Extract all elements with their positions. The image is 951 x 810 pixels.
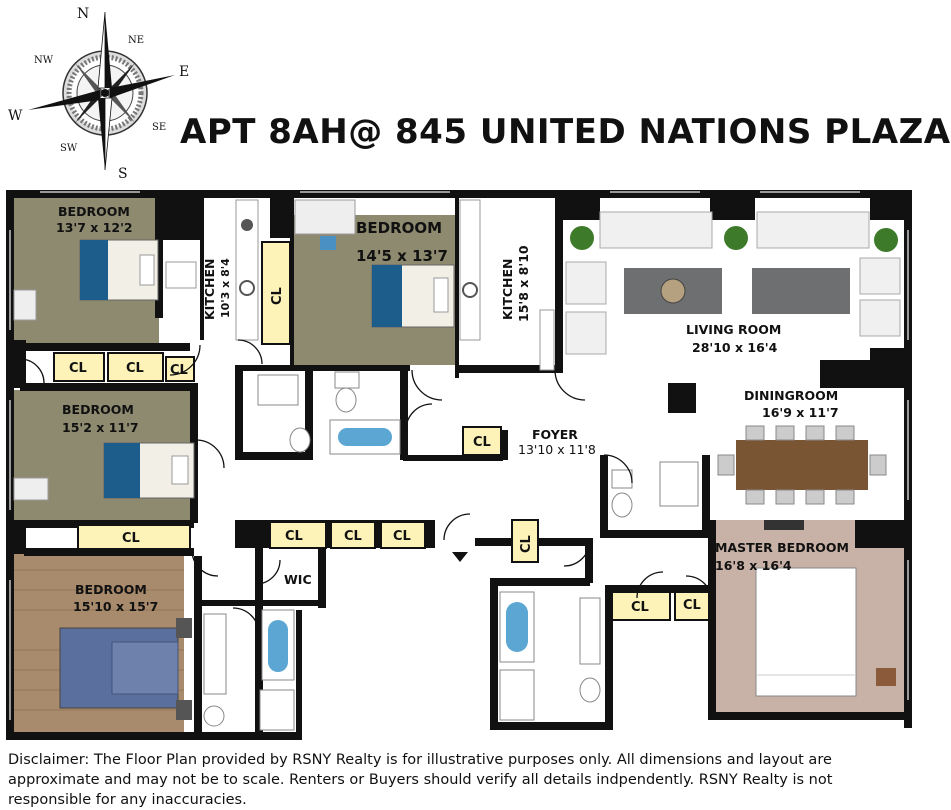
bedroom2-dims: 15'2 x 11'7 (62, 420, 139, 435)
compass-w: W (8, 108, 23, 124)
kitchen2-dims: 15'8 x 8'10 (516, 245, 531, 322)
closet-label: CL (285, 529, 303, 544)
closet-10 (511, 519, 539, 563)
closet-label: CL (270, 287, 285, 305)
closet-9 (462, 426, 502, 456)
compass-se: SE (152, 122, 166, 133)
closet-label: CL (393, 529, 411, 544)
closet-12 (674, 591, 710, 621)
bedroom4-dims: 14'5 x 13'7 (356, 247, 448, 265)
closet-3 (165, 356, 195, 382)
compass-nw: NW (34, 55, 54, 66)
living-dims: 28'10 x 16'4 (692, 340, 778, 355)
closet-label: CL (170, 363, 188, 378)
closet-7 (330, 521, 376, 549)
closet-8 (380, 521, 426, 549)
closet-labels: CL CL CL CL CL CL CL CL CL CL CL CL (69, 287, 701, 615)
compass-sw: SW (60, 143, 78, 154)
compass-ne: NE (128, 35, 144, 46)
foyer-dims: 13'10 x 11'8 (518, 442, 596, 457)
dining-name: DININGROOM (744, 388, 838, 403)
closet-label: CL (683, 598, 701, 613)
bedroom4-name: BEDROOM (356, 219, 442, 237)
furniture (13, 199, 901, 731)
master-name: MASTER BEDROOM (715, 540, 849, 555)
compass-e: E (179, 64, 189, 80)
kitchen1-name: KITCHEN (202, 259, 217, 321)
closet-1 (53, 352, 105, 382)
closet-4 (77, 524, 191, 550)
master-dims: 16'8 x 16'4 (715, 558, 792, 573)
kitchen2-name: KITCHEN (500, 259, 515, 321)
closets (53, 241, 710, 621)
dining-dims: 16'9 x 11'7 (762, 405, 839, 420)
room-labels: BEDROOM 13'7 x 12'2 BEDROOM 15'2 x 11'7 … (56, 204, 849, 614)
kitchen1-dims: 10'3 x 8'4 (219, 258, 232, 318)
closet-label: CL (631, 600, 649, 615)
closet-label: CL (344, 529, 362, 544)
bedroom3-dims: 15'10 x 15'7 (73, 599, 158, 614)
closet-11 (611, 591, 671, 621)
bedroom1-name: BEDROOM (58, 204, 130, 219)
floor-plan-diagram: N E S W NE SE SW NW (6, 6, 912, 740)
bedroom2-name: BEDROOM (62, 402, 134, 417)
closet-label: CL (69, 361, 87, 376)
closet-5 (261, 241, 291, 345)
floor-plan-svg: N E S W NE SE SW NW (6, 6, 912, 740)
compass-rose: N E S W NE SE SW NW (8, 6, 189, 182)
wic-label: WIC (284, 572, 312, 587)
compass-s: S (118, 166, 128, 182)
windows (9, 191, 909, 720)
foyer-name: FOYER (532, 427, 578, 442)
disclaimer-text: Disclaimer: The Floor Plan provided by R… (8, 752, 833, 808)
bedroom3-name: BEDROOM (75, 582, 147, 597)
closet-label: CL (519, 535, 534, 553)
living-name: LIVING ROOM (686, 322, 781, 337)
closet-6 (269, 521, 327, 549)
closet-label: CL (126, 361, 144, 376)
page-title: APT 8AH@ 845 UNITED NATIONS PLAZA (180, 112, 951, 152)
compass-n: N (77, 6, 89, 22)
closet-2 (107, 352, 164, 382)
closet-label: CL (122, 531, 140, 546)
closet-label: CL (473, 435, 491, 450)
bedroom1-dims: 13'7 x 12'2 (56, 220, 133, 235)
